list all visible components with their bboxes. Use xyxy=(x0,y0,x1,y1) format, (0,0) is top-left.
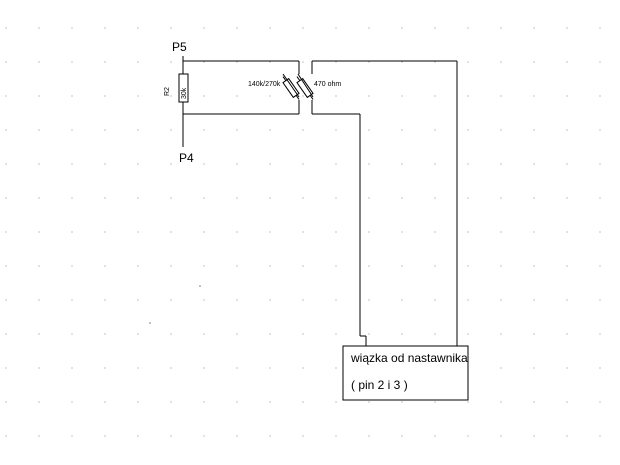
resistor-140k-270k xyxy=(282,76,300,100)
pin-label-p5: P5 xyxy=(172,40,187,54)
resistor-470-ohm xyxy=(296,76,314,100)
resistor-b-label: 470 ohm xyxy=(314,81,341,88)
grid-dots xyxy=(5,27,601,437)
pin-label-p4: P4 xyxy=(179,151,194,165)
connector-box xyxy=(342,345,469,401)
resistor-a-diagonal xyxy=(282,73,300,98)
r2-value: 30k xyxy=(181,87,188,99)
stray-dot xyxy=(149,322,151,324)
resistor-b-diagonal xyxy=(297,73,314,98)
r2-label: R2 xyxy=(164,87,171,96)
resistor-a-label: 140k/270k xyxy=(248,81,281,88)
connector-box-title: wiązka od nastawnika xyxy=(350,351,468,365)
stray-dot xyxy=(199,285,201,287)
connector-box-subtitle: ( pin 2 i 3 ) xyxy=(351,378,408,392)
